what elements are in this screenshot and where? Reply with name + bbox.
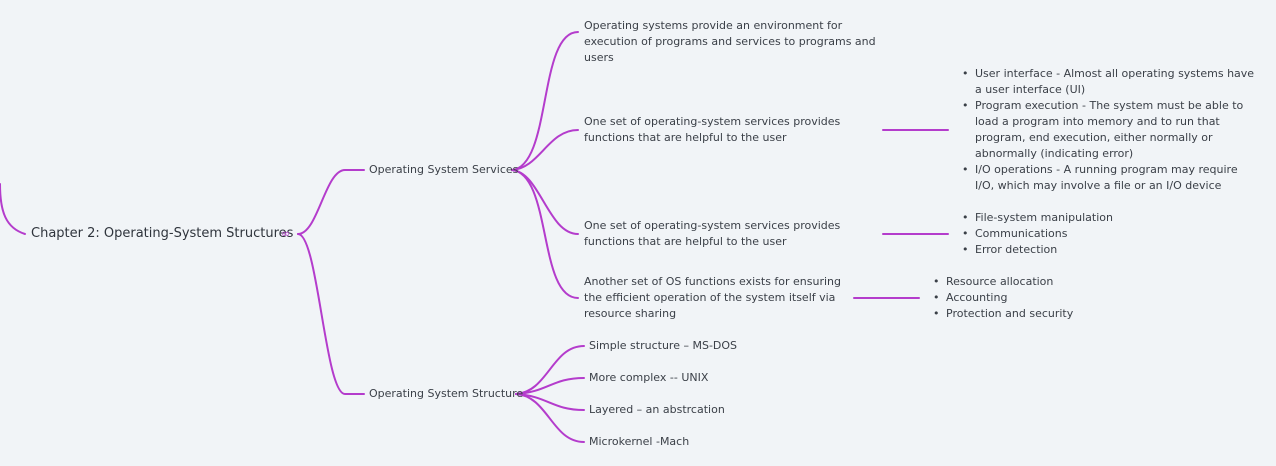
connector-services-child-2 xyxy=(511,129,579,171)
branch-operating-system-structure[interactable]: Operating System Structure xyxy=(369,387,524,400)
services-topic-user-functions[interactable]: One set of operating-system services pro… xyxy=(584,115,841,144)
bullet-list-user-services-2[interactable]: File-system manipulation Communications … xyxy=(961,210,1161,258)
connector-root-services xyxy=(297,169,365,235)
list-item: I/O operations - A running program may r… xyxy=(961,162,1255,194)
root-topic[interactable]: Chapter 2: Operating-System Structures xyxy=(31,226,294,241)
list-item: Program execution - The system must be a… xyxy=(961,98,1255,162)
connector-structure-child-4 xyxy=(515,393,585,443)
list-item: Protection and security xyxy=(932,306,1132,322)
list-item: Resource allocation xyxy=(932,274,1132,290)
structure-topic-complex[interactable]: More complex -- UNIX xyxy=(589,371,709,384)
list-item: Error detection xyxy=(961,242,1161,258)
connector-services-child-4 xyxy=(511,169,579,299)
connector-services-child-1 xyxy=(511,31,579,171)
services-topic-user-functions-2[interactable]: One set of operating-system services pro… xyxy=(584,219,841,248)
list-item: Accounting xyxy=(932,290,1132,306)
list-item: Communications xyxy=(961,226,1161,242)
services-topic-environment[interactable]: Operating systems provide an environment… xyxy=(584,19,876,64)
services-topic-efficient-operation[interactable]: Another set of OS functions exists for e… xyxy=(584,275,842,320)
connector-root-entry xyxy=(0,183,26,235)
structure-topic-layered[interactable]: Layered – an abstrcation xyxy=(589,403,725,416)
connector-services-child-3 xyxy=(511,169,579,235)
structure-topic-simple[interactable]: Simple structure – MS-DOS xyxy=(589,339,738,352)
connector-structure-child-2 xyxy=(515,377,585,395)
structure-topic-microkernel[interactable]: Microkernel -Mach xyxy=(589,435,690,448)
list-item: File-system manipulation xyxy=(961,210,1161,226)
list-item: User interface - Almost all operating sy… xyxy=(961,66,1255,98)
bullet-list-user-services[interactable]: User interface - Almost all operating sy… xyxy=(961,66,1255,194)
connector-structure-child-1 xyxy=(515,345,585,395)
branch-operating-system-services[interactable]: Operating System Services xyxy=(369,163,519,176)
link-icon[interactable]: ∞ xyxy=(281,227,291,240)
connector-root-structure xyxy=(297,233,365,395)
bullet-list-resource-sharing[interactable]: Resource allocation Accounting Protectio… xyxy=(932,274,1132,322)
